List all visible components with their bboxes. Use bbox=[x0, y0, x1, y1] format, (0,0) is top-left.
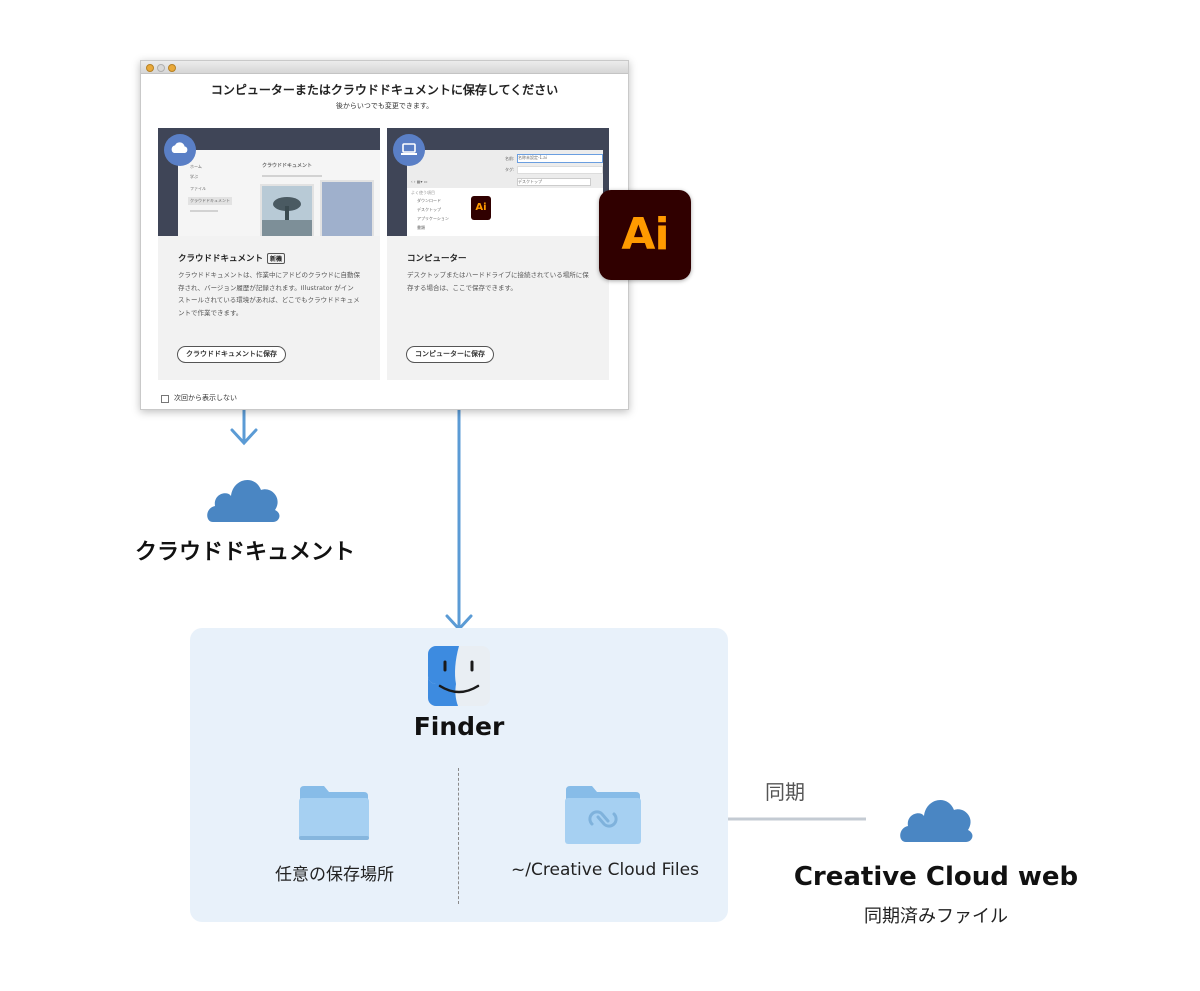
folder-icon bbox=[299, 786, 369, 840]
cc-web-cloud-icon bbox=[900, 799, 973, 842]
preview-nav-learn: 学ぶ bbox=[190, 174, 198, 179]
cc-files-label: ~/Creative Cloud Files bbox=[511, 860, 699, 880]
preview-sidebar-heading: よく使う項目 bbox=[411, 190, 435, 195]
cloud-card-description: クラウドドキュメントは、作業中にアドビのクラウドに自動保存され、バージョン履歴が… bbox=[178, 271, 360, 317]
minimize-window-button[interactable] bbox=[157, 64, 165, 72]
preview-nav-home: ホーム bbox=[190, 164, 202, 169]
any-location-label: 任意の保存場所 bbox=[275, 865, 394, 885]
cc-web-title: Creative Cloud web bbox=[793, 862, 1079, 892]
cloud-document-card[interactable]: ホーム 学ぶ ファイル クラウドドキュメント クラウドドキュメント bbox=[158, 128, 380, 380]
preview-sidebar-downloads: ダウンロード bbox=[417, 198, 441, 203]
sync-label: 同期 bbox=[765, 780, 805, 804]
computer-badge-icon bbox=[393, 134, 425, 166]
dont-show-again-checkbox[interactable] bbox=[161, 395, 169, 403]
preview-nav-cloud: クラウドドキュメント bbox=[188, 197, 232, 205]
save-to-computer-button[interactable]: コンピューターに保存 bbox=[406, 346, 494, 363]
zoom-window-button[interactable] bbox=[168, 64, 176, 72]
preview-nav-files: ファイル bbox=[190, 186, 206, 191]
cloud-docs-label: クラウドドキュメント bbox=[134, 540, 355, 565]
computer-card-preview: 名前: 名称未設定-1.ai タグ: ‹ › ▦▾ ▭ デスクトップ よく使う項… bbox=[387, 128, 609, 236]
preview-heading: クラウドドキュメント bbox=[262, 163, 313, 169]
finder-divider bbox=[458, 768, 459, 904]
ai-file-icon: Ai bbox=[471, 196, 491, 220]
preview-name-label: 名前: bbox=[505, 156, 515, 161]
computer-card-description: デスクトップまたはハードドライブに接続されている場所に保存する場合は、ここで保存… bbox=[407, 271, 589, 292]
preview-thumbnail-2 bbox=[320, 180, 374, 236]
creative-cloud-folder-icon bbox=[565, 786, 641, 844]
dialog-title: コンピューターまたはクラウドドキュメントに保存してください bbox=[210, 83, 559, 97]
save-dialog: コンピューターまたはクラウドドキュメントに保存してください 後からいつでも変更で… bbox=[140, 60, 629, 410]
cloud-badge-icon bbox=[164, 134, 196, 166]
preview-sidebar-apps: アプリケーション bbox=[417, 216, 449, 221]
new-badge: 新機 bbox=[267, 253, 286, 264]
preview-location-select: デスクトップ bbox=[517, 178, 591, 186]
cloud-card-title: クラウドドキュメント新機 bbox=[178, 252, 286, 264]
preview-sidebar-documents: 書類 bbox=[417, 225, 425, 230]
preview-name-field: 名称未設定-1.ai bbox=[517, 154, 603, 163]
finder-icon bbox=[428, 646, 490, 706]
cc-web-subtitle: 同期済みファイル bbox=[864, 906, 1008, 927]
dont-show-again-label: 次回から表示しない bbox=[174, 394, 237, 402]
cloud-card-title-text: クラウドドキュメント bbox=[178, 254, 264, 264]
preview-thumbnail bbox=[260, 184, 314, 236]
computer-card-title: コンピューター bbox=[407, 254, 467, 264]
preview-tag-label: タグ: bbox=[505, 167, 515, 172]
cloud-card-preview: ホーム 学ぶ ファイル クラウドドキュメント クラウドドキュメント bbox=[158, 128, 380, 236]
finder-label: Finder bbox=[413, 712, 505, 741]
close-window-button[interactable] bbox=[146, 64, 154, 72]
dialog-subtitle: 後からいつでも変更できます。 bbox=[335, 102, 434, 110]
computer-card[interactable]: 名前: 名称未設定-1.ai タグ: ‹ › ▦▾ ▭ デスクトップ よく使う項… bbox=[387, 128, 609, 380]
preview-sidebar-desktop: デスクトップ bbox=[417, 207, 441, 212]
save-to-cloud-button[interactable]: クラウドドキュメントに保存 bbox=[177, 346, 286, 363]
window-titlebar bbox=[141, 61, 628, 74]
illustrator-logo: Ai bbox=[599, 190, 691, 280]
cloud-icon bbox=[207, 479, 280, 522]
tree-thumbnail-icon bbox=[262, 186, 312, 236]
